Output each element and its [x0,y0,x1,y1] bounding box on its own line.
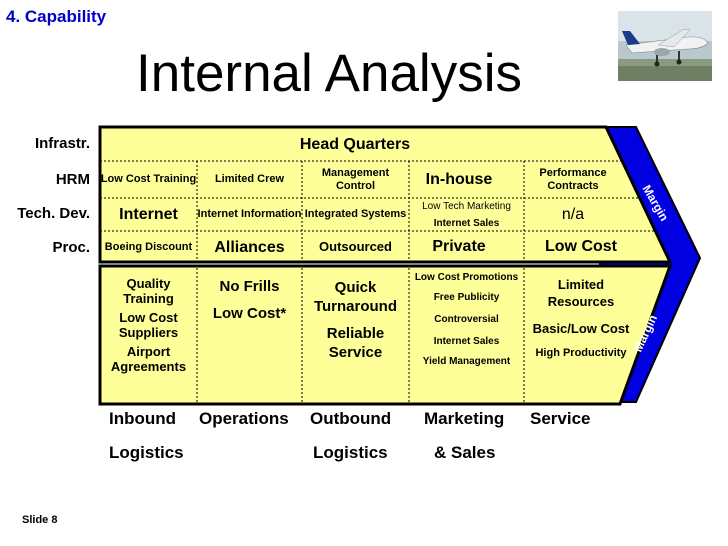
outbound-item: Reliable Service [326,325,385,361]
footer-outbound-line-1: Outbound [310,409,392,428]
marketing-item: Free Publicity [433,292,500,303]
footer-operations: Operations [199,409,289,428]
footer-marketing-line-1: Marketing [424,409,505,428]
marketing-item: Controversial [434,314,499,325]
cell-tech-marketing: Low Tech Marketing Internet Sales [409,199,524,231]
cell-tech-service: n/a [561,206,585,224]
col-service: Limited Resources Basic/Low Cost High Pr… [524,276,638,408]
marketing-item: Low Cost Promotions [414,272,519,283]
footer-outbound-line-2: Logistics [313,443,388,462]
inbound-item: Quality Training [123,276,174,306]
support-activities-area [98,125,673,264]
footer-marketing-line-2: & Sales [434,443,496,462]
row-label-hrm: HRM [55,171,90,188]
col-inbound: Quality Training Low Cost Suppliers Airp… [100,276,197,408]
cell-tech-outbound: Integrated Systems [304,208,407,221]
service-item: Basic/Low Cost [532,321,630,336]
cell-proc-inbound: Boeing Discount [104,241,193,254]
inbound-item: Airport Agreements [110,344,187,374]
footer-service: Service [530,409,591,428]
primary-activities-area [98,264,673,406]
footer-marketing: Marketing & Sales [424,402,504,470]
row-label-infrastructure: Infrastr. [34,135,90,152]
footer-outbound: Outbound Logistics [310,402,391,470]
section-label: 4. Capability [6,7,107,26]
col-outbound: Quick Turnaround Reliable Service [302,278,409,410]
cell-hrm-marketing: In-house [425,171,493,189]
cell-proc-operations: Alliances [214,239,285,257]
marketing-item: Yield Management [422,356,511,367]
tech-marketing-line-2: Internet Sales [433,217,500,229]
cell-proc-outbound: Outsourced [319,239,392,255]
cell-head-quarters: Head Quarters [299,136,411,154]
tech-marketing-line-1: Low Tech Marketing [422,200,511,212]
cell-hrm-inbound: Low Cost Training [100,173,197,186]
cell-tech-operations: Internet Information [197,208,302,221]
airplane-photo [618,11,712,81]
operations-item: No Frills [219,278,280,295]
cell-tech-inbound: Internet [119,206,178,224]
marketing-item: Internet Sales [433,336,500,347]
service-item: High Productivity [535,347,627,359]
col-operations: No Frills Low Cost* [197,278,302,410]
cell-hrm-service: Performance Contracts [539,166,607,192]
cell-hrm-operations: Limited Crew [214,173,285,186]
cell-proc-marketing: Private [432,238,486,256]
outbound-item: Quick Turnaround [313,279,398,315]
cell-proc-service: Low Cost [545,238,617,256]
slide-number: Slide 8 [22,514,58,526]
cell-hrm-outbound: Management Control [321,166,390,192]
row-label-procurement: Proc. [52,239,90,256]
footer-inbound-line-2: Logistics [109,443,184,462]
page-title: Internal Analysis [136,44,522,103]
footer-inbound: Inbound Logistics [109,402,184,470]
footer-inbound-line-1: Inbound [109,409,177,428]
inbound-item: Low Cost Suppliers [118,310,179,340]
row-label-tech-dev: Tech. Dev. [17,205,90,222]
col-marketing: Low Cost Promotions Free Publicity Contr… [409,272,524,404]
operations-item: Low Cost* [212,305,287,322]
service-item: Limited Resources [547,277,615,309]
